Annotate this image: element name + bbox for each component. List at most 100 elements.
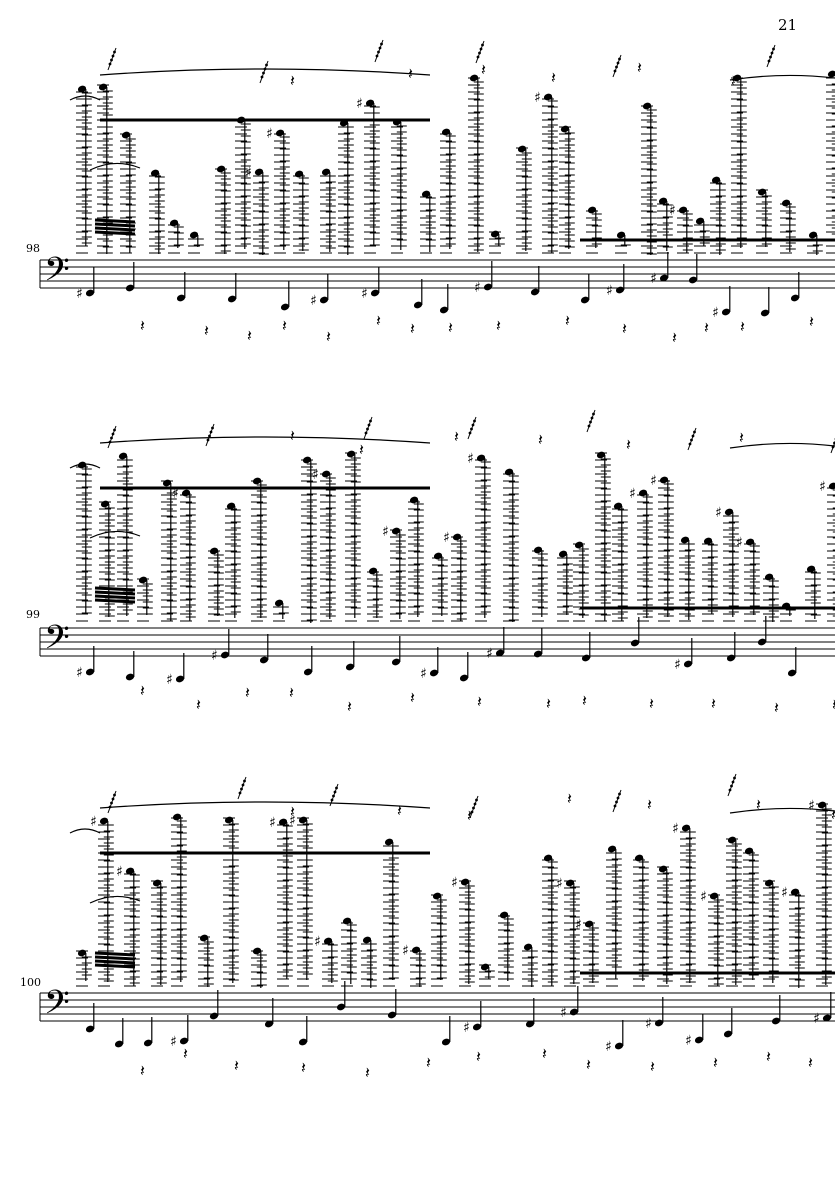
beam <box>94 963 136 969</box>
sharp-accidental: ♯ <box>90 814 97 830</box>
grace-stroke <box>475 40 485 64</box>
notehead <box>143 1039 153 1047</box>
notehead <box>138 576 148 584</box>
sharp-accidental: ♯ <box>650 473 657 489</box>
rest: 𝄽 <box>831 805 835 824</box>
notehead <box>362 936 372 944</box>
slur <box>69 95 101 101</box>
sharp-accidental: ♯ <box>402 943 409 959</box>
slur <box>729 442 835 449</box>
sharp-accidental: ♯ <box>575 917 582 933</box>
beam <box>94 218 136 224</box>
rest: 𝄽 <box>476 1047 481 1066</box>
slur <box>89 530 141 539</box>
notehead <box>384 838 394 846</box>
sharp-accidental: ♯ <box>76 286 83 302</box>
notehead <box>727 836 737 844</box>
notehead <box>760 309 770 317</box>
measure-number: 98 <box>26 242 40 255</box>
notehead <box>695 217 705 225</box>
notehead <box>459 674 469 682</box>
sharp-accidental: ♯ <box>266 126 273 142</box>
rest: 𝄽 <box>650 1057 655 1076</box>
page-number: 21 <box>778 16 797 34</box>
notehead <box>724 508 734 516</box>
sharp-accidental: ♯ <box>556 876 563 892</box>
grace-stroke <box>107 425 117 449</box>
sharp-accidental: ♯ <box>361 286 368 302</box>
notehead <box>533 650 543 658</box>
rest: 𝄽 <box>448 318 453 337</box>
notehead <box>298 1038 308 1046</box>
notehead <box>533 546 543 554</box>
notehead <box>85 1025 95 1033</box>
notehead <box>683 660 693 668</box>
grace-stroke <box>363 416 373 440</box>
rest: 𝄽 <box>542 1044 547 1063</box>
notehead <box>321 168 331 176</box>
sharp-accidental: ♯ <box>116 864 123 880</box>
sharp-accidental: ♯ <box>534 90 541 106</box>
sharp-accidental: ♯ <box>463 1020 470 1036</box>
notehead <box>346 450 356 458</box>
system-99: 99 𝄢 ♯♯♯♯♯♯♯♯♯♯♯♯♯♯♯♯𝄽𝄽𝄽𝄽𝄽𝄽𝄽𝄽𝄽𝄽𝄽𝄽𝄽𝄽𝄽𝄽𝄽𝄽𝄽 <box>26 409 835 717</box>
notehead <box>365 99 375 107</box>
notehead <box>345 663 355 671</box>
notehead <box>781 199 791 207</box>
rest: 𝄽 <box>713 1053 718 1072</box>
notehead <box>616 231 626 239</box>
beam <box>94 959 136 965</box>
notehead <box>483 283 493 291</box>
rest: 𝄽 <box>809 312 814 331</box>
sharp-accidental: ♯ <box>310 293 317 309</box>
notehead <box>280 303 290 311</box>
grace-stroke <box>107 47 117 71</box>
beam <box>94 586 136 592</box>
rest: 𝄽 <box>290 71 295 90</box>
beam <box>94 222 136 228</box>
notehead <box>525 1020 535 1028</box>
notehead <box>630 639 640 647</box>
sharp-accidental: ♯ <box>170 1034 177 1050</box>
grace-stroke <box>830 440 835 454</box>
measure-number: 100 <box>20 976 41 989</box>
sharp-accidental: ♯ <box>76 665 83 681</box>
rest: 𝄽 <box>347 697 352 716</box>
sharp-accidental: ♯ <box>669 203 676 219</box>
sharp-accidental: ♯ <box>712 305 719 321</box>
notehead <box>460 878 470 886</box>
slur <box>89 162 141 171</box>
notehead <box>711 176 721 184</box>
notehead <box>176 294 186 302</box>
slur <box>729 807 835 814</box>
rest: 𝄽 <box>808 1053 813 1072</box>
sharp-accidental: ♯ <box>674 657 681 673</box>
notehead <box>114 1040 124 1048</box>
rest: 𝄽 <box>551 68 556 87</box>
notehead <box>569 1008 579 1016</box>
notehead <box>220 651 230 659</box>
sharp-accidental: ♯ <box>819 479 826 495</box>
notehead <box>495 649 505 657</box>
rest: 𝄽 <box>756 795 761 814</box>
sharp-accidental: ♯ <box>650 271 657 287</box>
grace-stroke <box>766 44 776 68</box>
system-100: 100 𝄢 ♯♯♯♯♯♯♯♯♯♯♯♯♯♯♯♯♯♯♯♯𝄽𝄽𝄽𝄽𝄽𝄽𝄽𝄽𝄽𝄽𝄽𝄽𝄽𝄽… <box>20 773 835 1082</box>
notehead <box>558 550 568 558</box>
rest: 𝄽 <box>672 328 677 347</box>
beam <box>94 230 136 236</box>
rest: 𝄽 <box>301 1058 306 1077</box>
notehead <box>411 946 421 954</box>
notehead <box>121 131 131 139</box>
notehead <box>472 1023 482 1031</box>
rest: 𝄽 <box>637 58 642 77</box>
rest: 𝄽 <box>626 435 631 454</box>
notehead <box>703 537 713 545</box>
rest: 𝄽 <box>204 321 209 340</box>
notehead <box>822 1014 832 1022</box>
sharp-accidental: ♯ <box>672 821 679 837</box>
sharp-accidental: ♯ <box>467 451 474 467</box>
sharp-accidental: ♯ <box>606 283 613 299</box>
sharp-accidental: ♯ <box>451 875 458 891</box>
